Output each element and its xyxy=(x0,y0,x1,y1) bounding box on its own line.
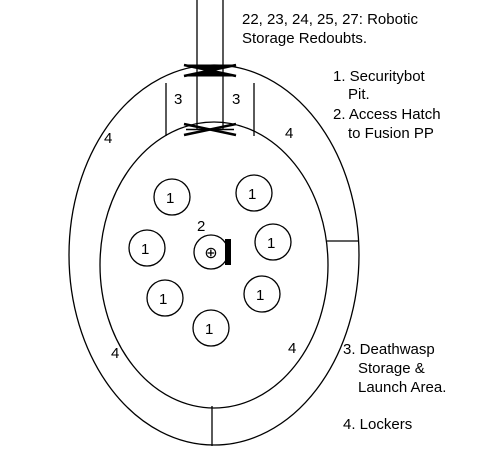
pit-circle xyxy=(128,229,166,267)
legend-redoubts-line2: Storage Redoubts. xyxy=(242,30,367,47)
access-hatch: ⊕ 2 xyxy=(193,218,231,270)
securitybot-pits xyxy=(128,174,292,347)
locker-label-ne: 4 xyxy=(285,125,293,142)
legend-item3-line3: Launch Area. xyxy=(358,379,446,396)
pit-circle xyxy=(146,279,184,317)
pit-circle xyxy=(243,275,281,313)
pit-label: 1 xyxy=(267,235,275,252)
inner-chamber-wall xyxy=(99,121,329,409)
partition-walls xyxy=(165,83,359,446)
deathwasp-label-right: 3 xyxy=(232,91,240,108)
hatch-icon: ⊕ xyxy=(204,245,217,262)
pit-label: 1 xyxy=(248,186,256,203)
legend-item4-line1: 4. Lockers xyxy=(343,416,412,433)
hatch-hinge xyxy=(225,239,231,265)
legend-item3-line2: Storage & xyxy=(358,360,425,377)
legend-item2-line2: to Fusion PP xyxy=(348,125,434,142)
locker-label-se: 4 xyxy=(288,340,296,357)
legend-item1-line1: 1. Securitybot xyxy=(333,68,426,85)
pit-label: 1 xyxy=(256,287,264,304)
legend: 22, 23, 24, 25, 27: Robotic Storage Redo… xyxy=(242,11,446,433)
pit-circle xyxy=(153,178,191,216)
legend-item1-line2: Pit. xyxy=(348,86,370,103)
door-marker-outer xyxy=(183,63,237,78)
legend-redoubts-line1: 22, 23, 24, 25, 27: Robotic xyxy=(242,11,418,28)
pit-label: 1 xyxy=(159,291,167,308)
pit-circle xyxy=(192,309,230,347)
legend-item2-line1: 2. Access Hatch xyxy=(333,106,441,123)
deathwasp-label-left: 3 xyxy=(174,91,182,108)
pit-label: 1 xyxy=(166,190,174,207)
locker-label-nw: 4 xyxy=(104,130,112,147)
legend-item3-line1: 3. Deathwasp xyxy=(343,341,435,358)
pit-circle xyxy=(235,174,273,212)
pit-labels: 1 1 1 1 1 1 1 xyxy=(141,186,275,338)
pit-label: 1 xyxy=(141,241,149,258)
pit-circle xyxy=(254,223,292,261)
locker-label-sw: 4 xyxy=(111,345,119,362)
door-marker-inner xyxy=(183,122,237,137)
hatch-label: 2 xyxy=(197,218,205,235)
pit-label: 1 xyxy=(205,321,213,338)
